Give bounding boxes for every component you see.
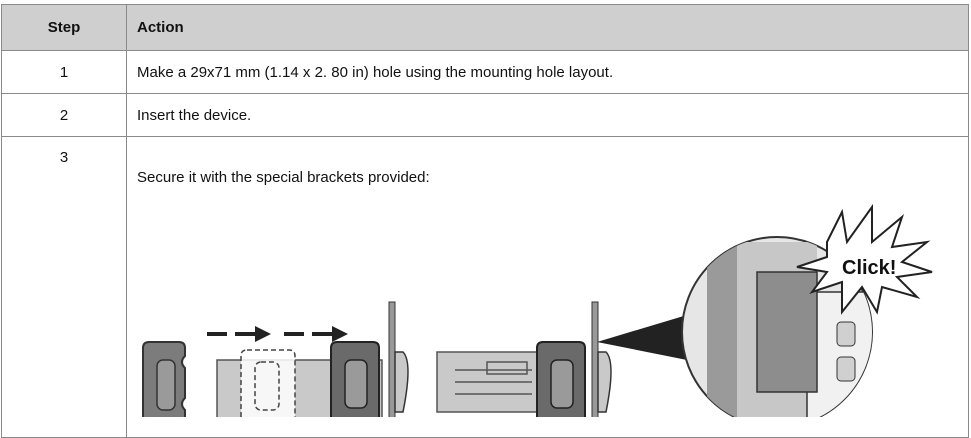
panel-icon	[388, 301, 409, 417]
bracket-icon	[536, 341, 586, 417]
step-action-cell: Secure it with the special brackets prov…	[126, 136, 969, 438]
table-row: 3 Secure it with the special brackets pr…	[1, 136, 969, 438]
device-icon	[436, 351, 548, 413]
step-number: 3	[1, 136, 127, 438]
bracket-icon	[142, 341, 186, 417]
step-number: 1	[1, 50, 127, 94]
panel-icon	[591, 301, 612, 417]
arrow-right-icon	[284, 326, 348, 342]
step-action: Insert the device.	[126, 93, 969, 137]
table-header-row: Step Action	[1, 4, 969, 51]
click-callout-text: Click!	[842, 257, 896, 279]
mounting-illustration-svg: Click!	[142, 203, 933, 417]
table-row: 1 Make a 29x71 mm (1.14 x 2. 80 in) hole…	[1, 50, 969, 94]
table-row: 2 Insert the device.	[1, 93, 969, 137]
step-action: Secure it with the special brackets prov…	[137, 169, 430, 186]
header-action: Action	[126, 4, 969, 51]
mounting-illustration: Click!	[137, 202, 947, 417]
procedure-table-container: Step Action 1 Make a 29x71 mm (1.14 x 2.…	[1, 4, 969, 438]
procedure-table: Step Action 1 Make a 29x71 mm (1.14 x 2.…	[1, 4, 969, 438]
step-action: Make a 29x71 mm (1.14 x 2. 80 in) hole u…	[126, 50, 969, 94]
arrow-right-icon	[207, 326, 271, 342]
bracket-icon	[330, 341, 380, 417]
step-number: 2	[1, 93, 127, 137]
click-burst: Click!	[796, 203, 933, 315]
header-step: Step	[1, 4, 127, 51]
bracket-icon	[240, 349, 296, 417]
